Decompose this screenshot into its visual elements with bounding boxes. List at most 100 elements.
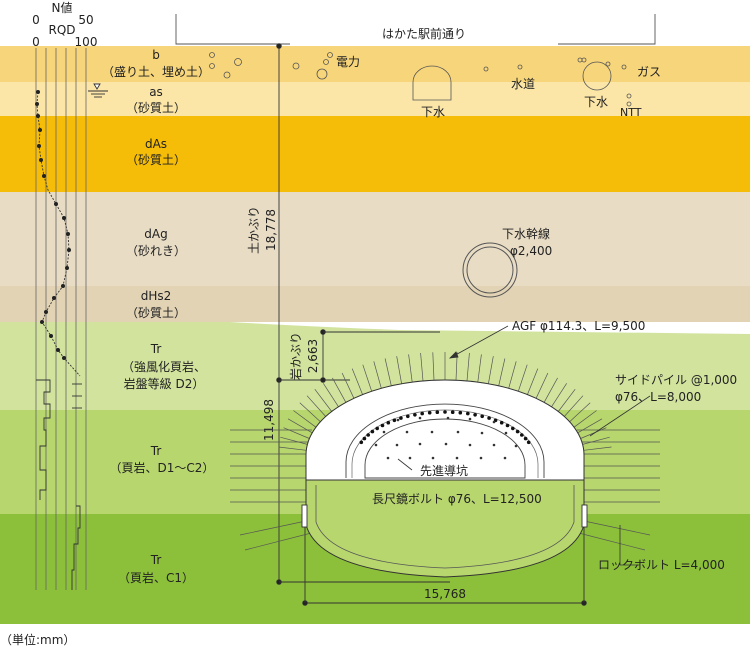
sewer-box-icon <box>412 65 452 101</box>
rqd-label: RQD <box>48 23 75 37</box>
n-scale-max: 50 <box>78 13 93 27</box>
n-value-point <box>65 266 69 270</box>
layer-label-code: Tr <box>150 342 162 356</box>
pipe-icon <box>234 58 242 66</box>
dim-node <box>320 377 326 383</box>
layer-label-code: dHs2 <box>141 289 172 303</box>
agf-pipe-dot <box>466 411 470 416</box>
radial-bolt <box>373 361 382 389</box>
boring-log: N値 0 50 RQD 0 100 <box>32 0 108 590</box>
face-bolt-dots <box>374 416 518 460</box>
n-value-point <box>56 348 60 352</box>
agf-pipe-dot <box>458 410 463 415</box>
pipe-icon <box>209 63 215 69</box>
radial-bolt <box>278 446 307 451</box>
agf-pipe-dot <box>473 413 477 417</box>
layer-label-name: （強風化頁岩、 <box>122 359 206 374</box>
soil-cover-value: 18,778 <box>264 209 278 251</box>
radial-bolt <box>280 436 308 445</box>
layer-label-code: as <box>149 85 163 99</box>
layer-label-name: 岩盤等級 D2） <box>124 376 205 391</box>
radial-bolt <box>384 358 392 386</box>
layer-label-code: dAg <box>144 227 167 241</box>
radial-bolt <box>396 356 402 384</box>
dim-node <box>276 43 282 49</box>
trunk-sewer-diameter: φ2,400 <box>510 244 552 258</box>
agf-pipe-dot <box>406 414 410 419</box>
layer-label-name: （砂れき） <box>126 244 186 258</box>
n-value-point <box>40 320 44 324</box>
radial-bolt <box>323 383 339 407</box>
pipe-icon <box>327 52 333 58</box>
n-scale-min: 0 <box>32 13 40 27</box>
side-pile-right <box>581 504 588 528</box>
soil-cover-label: 土かぶり <box>247 206 261 254</box>
pipe-icon <box>581 57 587 63</box>
tunnel <box>230 352 660 578</box>
rock-bolt-label: ロックボルト L=4,000 <box>598 558 725 572</box>
radial-bolt <box>314 388 332 412</box>
radial-bolt <box>569 402 591 422</box>
soil-layers <box>0 46 750 624</box>
agf-pipe-dot <box>362 436 367 441</box>
radial-bolt <box>283 427 310 439</box>
layer-dhs2 <box>0 286 750 322</box>
pipe-icon <box>621 64 627 70</box>
n-value-point <box>39 158 43 162</box>
n-value-point <box>44 310 48 314</box>
layer-label-name: （頁岩、C1） <box>118 570 194 585</box>
agf-pipe-dot <box>505 423 510 428</box>
n-value-point <box>62 216 66 220</box>
agf-pipe-dot <box>399 416 403 420</box>
pipe-icon <box>223 71 231 79</box>
layer-label-name: （砂質土） <box>126 152 186 167</box>
n-value-point <box>36 90 40 94</box>
leader-lines <box>397 325 651 566</box>
layer-das <box>0 116 750 192</box>
radial-bolt <box>362 364 373 392</box>
radial-bolt <box>535 372 549 399</box>
radial-bolt <box>299 402 321 422</box>
agf-pipe-dot <box>386 420 391 425</box>
agf-pipe-dot <box>380 423 385 428</box>
n-value-point <box>42 174 46 178</box>
side-pile-left <box>301 504 308 528</box>
agf-pipe-dot <box>515 429 520 434</box>
n-value-point <box>37 144 41 148</box>
rqd-scale-max: 100 <box>75 35 98 49</box>
n-value-point <box>49 334 53 338</box>
annotation-labels: AGF φ114.3、L=9,500 サイドパイル @1,000 φ76、L=8… <box>372 319 737 572</box>
side-pile-label: サイドパイル @1,000 <box>615 373 737 387</box>
agf-leader <box>449 325 509 359</box>
agf-arrow <box>448 351 459 359</box>
radial-bolt <box>577 418 603 434</box>
agf-pipe-dot <box>435 410 440 415</box>
rqd-step-curve <box>71 505 81 590</box>
agf-pipe-dot <box>366 433 371 437</box>
radial-bolt <box>580 427 607 439</box>
sewer-label: 下水 <box>421 105 445 119</box>
agf-pipe-dot <box>526 440 531 445</box>
rqd-scale-min: 0 <box>32 35 40 49</box>
radial-bolt <box>583 446 612 451</box>
layer-label-code: Tr <box>150 444 162 458</box>
unit-note: （単位:mm） <box>0 632 75 647</box>
n-value-point <box>62 356 66 360</box>
layer-labels: b （盛り土、埋め土） as （砂質土） dAs （砂質土） dAg （砂れき）… <box>102 48 214 585</box>
face-bolt-label: 長尺鏡ボルト φ76、L=12,500 <box>372 491 542 506</box>
water-table-icon <box>88 83 108 98</box>
radial-bolt <box>527 368 539 395</box>
radial-bolt <box>488 356 494 384</box>
radial-bolt <box>420 352 424 381</box>
radial-bolt <box>551 383 567 407</box>
agf-pipe-dot <box>523 436 528 441</box>
side-pile-label: φ76、L=8,000 <box>615 390 701 404</box>
agf-pipe-dot <box>420 411 425 416</box>
radial-bolt <box>466 352 470 381</box>
radial-bolt <box>508 361 517 389</box>
layer-label-name: （頁岩、D1～C2） <box>110 460 215 475</box>
pilot-leader <box>397 458 413 471</box>
street-name: はかた駅前通り <box>382 26 466 41</box>
trunk-sewer-pipe-inner <box>466 246 514 294</box>
dimension-lines <box>276 43 587 606</box>
